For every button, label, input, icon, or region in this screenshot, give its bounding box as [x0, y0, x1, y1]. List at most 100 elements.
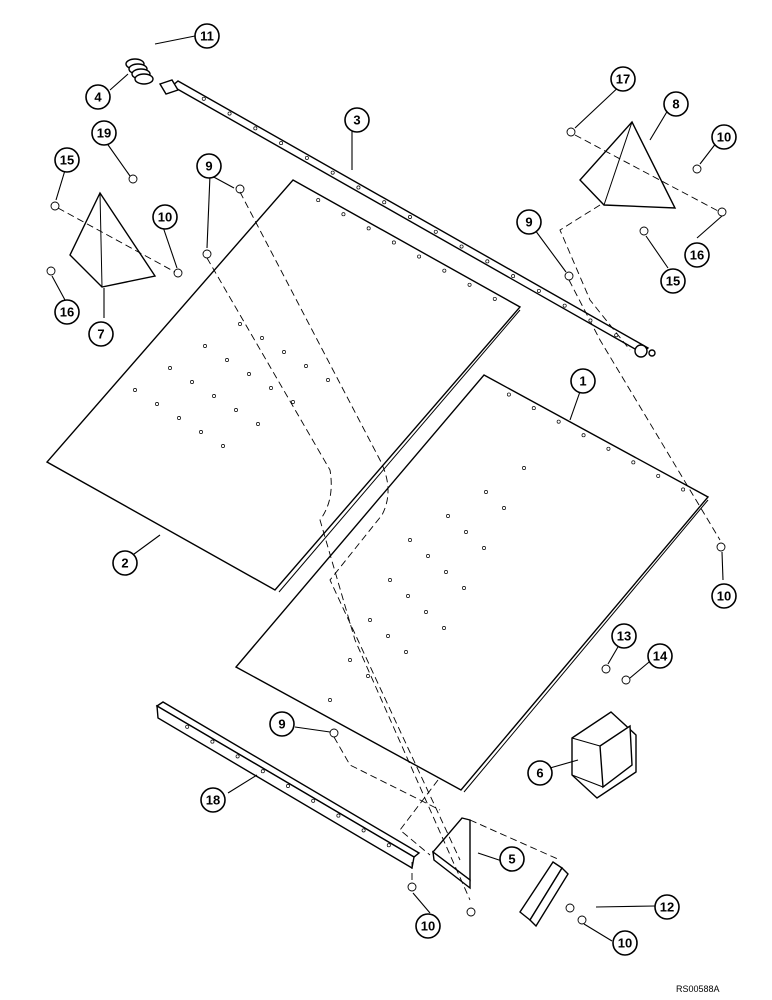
- part-1-lower-plate: [234, 374, 710, 793]
- plate-hole: [562, 303, 567, 308]
- callout-c12: 12: [654, 894, 680, 920]
- callout-c10b: 10: [711, 124, 737, 150]
- callout-circle: [516, 209, 542, 235]
- callout-c2: 2: [112, 550, 138, 576]
- plate-hole: [482, 546, 486, 550]
- plate-hole: [368, 618, 372, 622]
- callout-number: 14: [653, 649, 668, 664]
- callout-circle: [660, 268, 686, 294]
- callout-circle: [711, 124, 737, 150]
- callout-circle: [112, 550, 138, 576]
- callout-c13: 13: [611, 623, 637, 649]
- callout-c9b: 9: [516, 209, 542, 235]
- callout-number: 7: [97, 327, 104, 342]
- plate-hole: [556, 419, 561, 424]
- part-8-bracket: [579, 120, 677, 209]
- callout-circle: [85, 84, 111, 110]
- callout-number: 2: [121, 556, 128, 571]
- callout-number: 5: [508, 852, 515, 867]
- plate-hole: [348, 658, 352, 662]
- plate-hole: [227, 111, 232, 116]
- callout-circle: [612, 930, 638, 956]
- plate-hole: [256, 422, 260, 426]
- hardware-fasteners: [46, 127, 727, 925]
- plate-hole: [286, 784, 290, 788]
- callout-c18: 18: [200, 787, 226, 813]
- plate-hole: [531, 406, 536, 411]
- callout-c19: 19: [91, 120, 117, 146]
- plate-hole: [536, 288, 541, 293]
- plate-hole: [185, 724, 190, 729]
- callout-c16a: 16: [54, 299, 80, 325]
- callout-circle: [269, 711, 295, 737]
- plate-hole: [212, 394, 216, 398]
- callout-circle: [54, 147, 80, 173]
- plate-hole: [133, 388, 137, 392]
- plate-hole: [366, 226, 371, 231]
- plate-hole: [210, 739, 215, 744]
- plate-holes: [133, 96, 686, 848]
- plate-hole: [484, 490, 488, 494]
- part-small-angle-bracket: [519, 861, 569, 928]
- plate-hole: [656, 473, 661, 478]
- callout-circle: [152, 204, 178, 230]
- part-6-channel-bracket: [571, 711, 637, 799]
- callout-number: 9: [525, 215, 532, 230]
- callout-number: 13: [617, 629, 631, 644]
- plate-hole: [311, 798, 316, 803]
- callout-number: 16: [690, 248, 704, 263]
- plate-hole: [201, 96, 206, 101]
- plate-hole: [260, 769, 265, 774]
- plate-hole: [341, 212, 346, 217]
- plate-hole: [221, 444, 225, 448]
- callout-c16b: 16: [684, 242, 710, 268]
- plate-hole: [235, 754, 240, 759]
- callout-c3: 3: [344, 107, 370, 133]
- callout-c11: 11: [194, 23, 220, 49]
- callout-number: 10: [717, 130, 731, 145]
- callout-number: 11: [200, 29, 214, 44]
- plate-hole: [260, 336, 264, 340]
- callout-circle: [196, 153, 222, 179]
- callout-number: 18: [206, 793, 220, 808]
- plate-hole: [234, 408, 238, 412]
- callout-circle: [611, 623, 637, 649]
- callout-number: 15: [666, 274, 680, 289]
- plate-hole: [291, 400, 295, 404]
- plate-hole: [190, 380, 194, 384]
- callout-c17: 17: [610, 66, 636, 92]
- callout-number: 19: [97, 126, 111, 141]
- plate-hole: [225, 358, 229, 362]
- plate-hole: [502, 506, 506, 510]
- callout-number: 17: [616, 72, 630, 87]
- callout-circle: [570, 368, 596, 394]
- plate-hole: [442, 626, 446, 630]
- callout-number: 10: [717, 589, 731, 604]
- plate-hole: [199, 430, 203, 434]
- callout-circle: [88, 321, 114, 347]
- plate-hole: [203, 344, 207, 348]
- callout-c9c: 9: [269, 711, 295, 737]
- part-2-upper-plate: [45, 179, 522, 593]
- drawing-code: RS00588A: [676, 984, 720, 994]
- plate-hole: [168, 366, 172, 370]
- plate-hole: [366, 674, 370, 678]
- plate-hole: [417, 254, 422, 259]
- callout-c6: 6: [527, 760, 553, 786]
- plate-hole: [588, 318, 593, 323]
- plate-hole: [406, 594, 410, 598]
- plate-hole: [282, 350, 286, 354]
- part-4-spring: [125, 58, 154, 85]
- callout-c8: 8: [663, 91, 689, 117]
- callout-c4: 4: [85, 84, 111, 110]
- callout-c15a: 15: [54, 147, 80, 173]
- plate-hole: [614, 333, 619, 338]
- callout-c1: 1: [570, 368, 596, 394]
- plate-hole: [511, 274, 516, 279]
- plate-hole: [444, 570, 448, 574]
- callout-circle: [711, 583, 737, 609]
- callout-number: 9: [278, 717, 285, 732]
- plate-hole: [459, 244, 464, 249]
